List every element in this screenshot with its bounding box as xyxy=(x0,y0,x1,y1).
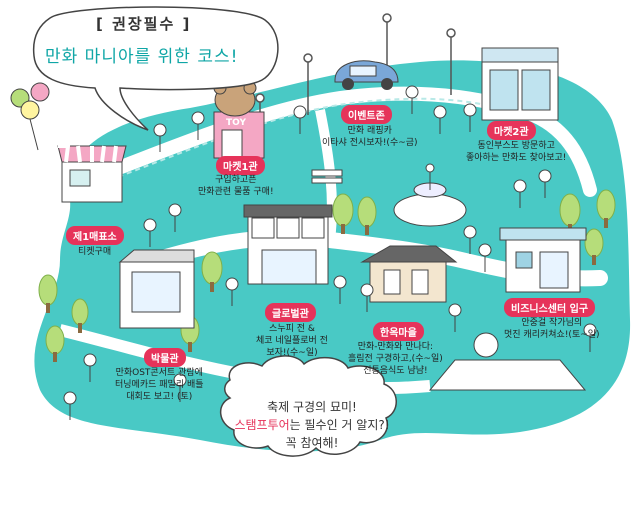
ticket-booth xyxy=(57,144,127,203)
global-hall-building xyxy=(243,204,333,285)
desc-ticket-office-1: 티켓구매 xyxy=(78,247,112,257)
toy-sign: TOY xyxy=(226,118,246,128)
tag-hanok-village: 한옥마을 xyxy=(373,322,424,341)
tag-global-hall: 글로벌관 xyxy=(265,303,316,322)
tag-market-2: 마켓2관 xyxy=(487,121,536,140)
business-center-building xyxy=(499,227,587,293)
stamp-note-cloud xyxy=(220,355,397,457)
speech-bubble xyxy=(32,6,279,131)
tag-event-zone: 이벤트존 xyxy=(341,105,392,124)
tag-market-1: 마켓1관 xyxy=(216,156,265,175)
dashed-route xyxy=(109,97,531,181)
desc-hanok-village: 만화-만화와 만나다:흘림전 구경하고,(수~일)전통음식도 냠냠! xyxy=(348,342,443,376)
event-car xyxy=(334,60,399,90)
hanok-building xyxy=(360,245,458,303)
market2-building xyxy=(481,47,559,121)
tag-ticket-office-1: 제1매표소 xyxy=(66,226,124,245)
bubble-subtitle: 만화 마니아를 위한 코스! xyxy=(45,47,239,67)
trees xyxy=(38,189,616,362)
bubble-title: [ 권장필수 ] xyxy=(96,15,192,33)
people xyxy=(63,85,597,420)
caricature-stage xyxy=(428,332,587,391)
note-line-1: 축제 구경의 묘미! xyxy=(267,400,357,414)
bench xyxy=(311,169,343,184)
note-stamp-tour: 스탬프투어 xyxy=(234,418,290,432)
upper-path xyxy=(93,86,597,197)
note-line-3: 꼭 참여해! xyxy=(285,436,339,450)
balloons xyxy=(10,82,50,151)
fountain xyxy=(393,163,467,227)
tag-museum: 박물관 xyxy=(144,348,186,367)
tag-business-center: 비즈니스센터 입구 xyxy=(504,298,596,317)
note-line-2-rest: 는 필수인 거 알지?! xyxy=(289,418,390,432)
note-line-2: 스탬프투어는 필수인 거 알지?! xyxy=(222,416,402,434)
museum-building xyxy=(118,249,195,329)
